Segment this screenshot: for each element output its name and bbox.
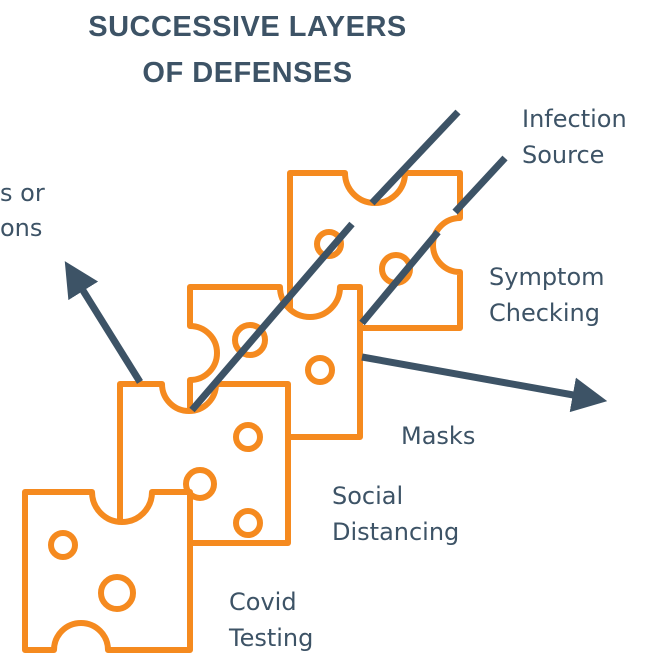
deflection-arrow-right xyxy=(361,353,608,413)
label-cut-off-left: s or ons xyxy=(0,179,52,242)
trajectory-line-blocked-by-masks xyxy=(369,109,461,206)
cheese-slice-covid-testing xyxy=(22,489,193,653)
label-covid-testing: Covid Testing xyxy=(228,588,313,652)
label-masks: Masks xyxy=(401,422,475,450)
diagram-title: SUCCESSIVE LAYERS OF DEFENSES xyxy=(40,4,455,96)
label-social-distancing: Social Distancing xyxy=(332,482,459,546)
title-line-2: OF DEFENSES xyxy=(142,57,353,89)
label-infection-source: Infection Source xyxy=(522,105,634,169)
trajectory-line-to-masks xyxy=(452,155,508,215)
trajectory-lines xyxy=(64,109,608,413)
title-line-1: SUCCESSIVE LAYERS xyxy=(88,11,407,43)
label-symptom-checking: Symptom Checking xyxy=(489,263,612,327)
deflection-arrow-up-left xyxy=(64,261,143,384)
